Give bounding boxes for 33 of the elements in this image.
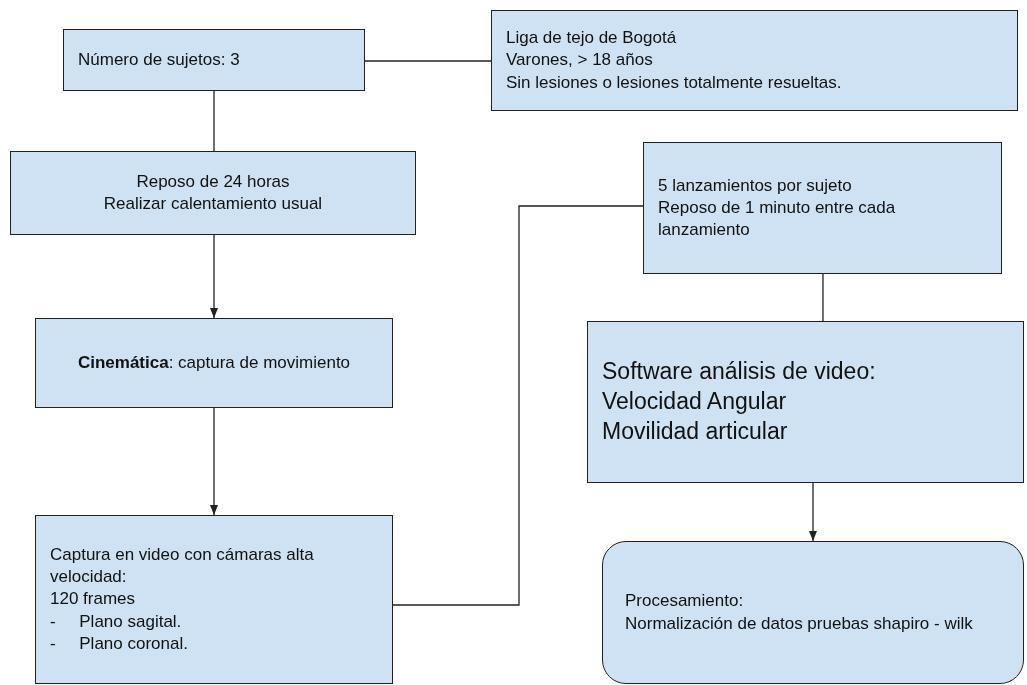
- node-text: Velocidad Angular: [602, 387, 788, 417]
- node-text: Reposo de 1 minuto entre cada lanzamiento: [658, 196, 897, 242]
- node-text: Varones, > 18 años: [506, 49, 654, 72]
- node-text: Número de sujetos: 3: [78, 48, 241, 71]
- process-box: [35, 515, 393, 684]
- connector-line: [822, 273, 824, 322]
- connector-line: [213, 90, 215, 152]
- connector-line: [364, 60, 492, 62]
- node-text: Reposo de 24 horas: [135, 170, 291, 193]
- node-text: Cinemática: captura de movimiento: [76, 351, 352, 374]
- node-text: Realizar calentamiento usual: [102, 193, 324, 215]
- process-box: [10, 151, 416, 235]
- node-text: Software análisis de video:: [602, 357, 877, 387]
- process-box: [35, 318, 393, 408]
- process-box: [643, 142, 1002, 274]
- arrow: [209, 234, 219, 319]
- node-text: Captura en video con cámaras alta velocidad:: [50, 544, 315, 589]
- arrow: [209, 407, 219, 516]
- node-text: Liga de tejo de Bogotá: [506, 27, 678, 50]
- arrow: [808, 482, 818, 542]
- process-box: [587, 321, 1024, 483]
- node-text: Movilidad articular: [602, 416, 789, 446]
- node-text: Normalización de datos pruebas shapiro - wilk: [625, 612, 974, 635]
- node-text: Procesamiento:: [625, 590, 745, 613]
- node-text: - Plano sagital.: [50, 610, 183, 633]
- connector-line: [392, 205, 644, 606]
- process-box: [63, 29, 365, 91]
- node-text: - Plano coronal.: [50, 632, 189, 655]
- node-text: 120 frames: [50, 588, 137, 611]
- process-box: [491, 10, 1018, 111]
- rounded-box: [602, 541, 1024, 684]
- node-text: Sin lesiones o lesiones totalmente resueltas.: [506, 71, 843, 94]
- node-text: 5 lanzamientos por sujeto: [658, 174, 853, 197]
